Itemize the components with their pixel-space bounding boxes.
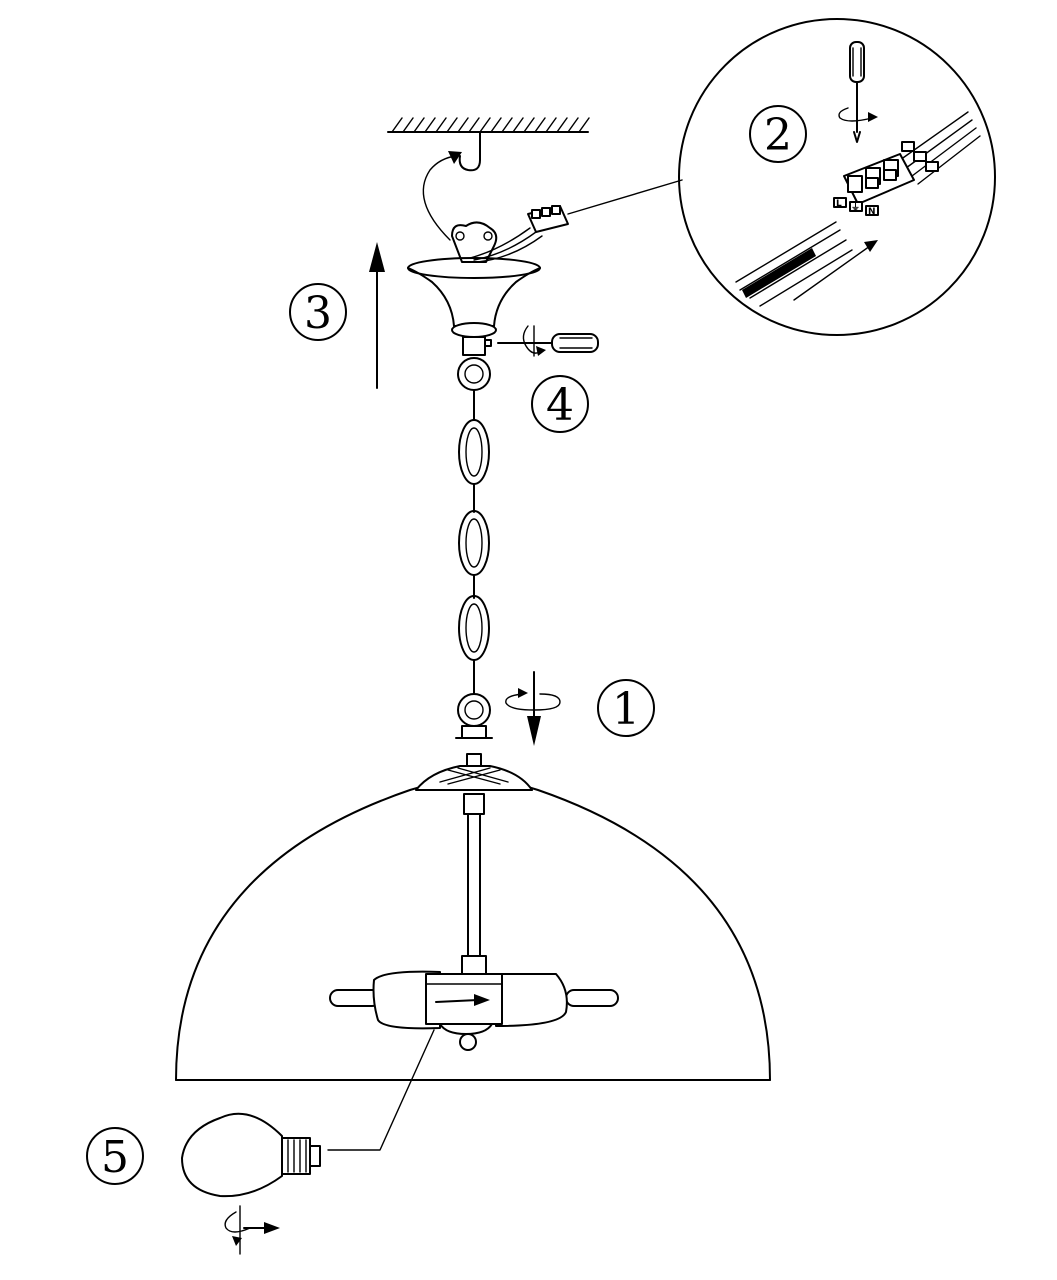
set-screw [484,339,492,347]
ceiling-hatch-mark [501,117,513,133]
ceiling-hatch-mark [545,117,557,133]
screwdriver-icon-2 [849,41,865,143]
ceiling-hook [458,131,481,172]
ceiling-hatch-mark [457,117,469,133]
label-neutral: N [868,207,876,217]
step-5-number: 5 [101,1132,129,1183]
zoom-leader [567,179,683,215]
lamp-shade [175,753,771,1081]
step-5: 5 [86,1127,144,1185]
ceiling-hatch-mark [523,117,535,133]
hang-arrow-head [448,151,462,164]
wiring-detail-circle: L ⏚ N [678,18,996,336]
ceiling-hatch-mark [479,117,491,133]
ceiling-hatch-mark [567,117,579,133]
ceiling-hatch-mark [468,117,480,133]
step-3-number: 3 [304,288,332,339]
terminal-block-small [527,205,569,233]
step-4-number: 4 [546,380,574,431]
step-1-number: 1 [612,684,640,735]
attach-arrow-head [527,716,541,746]
label-live: L [836,199,842,209]
rotate-icon-5 [224,1205,280,1255]
ceiling-hatch-mark [391,117,403,133]
ceiling-hatch-mark [402,117,414,133]
canopy [407,221,543,356]
ceiling-hatch-mark [435,117,447,133]
ceiling-hatch-mark [534,117,546,133]
light-bulb-icon [181,1112,321,1198]
ceiling-hatch-mark [512,117,524,133]
ceiling-hatch-mark [490,117,502,133]
rotate-icon-1 [505,688,561,711]
bulb-leader [327,1029,435,1151]
ceiling-hatch-mark [424,117,436,133]
ceiling-hatch-mark [556,117,568,133]
ceiling-hatch-mark [413,117,425,133]
ceiling-hatch-mark [446,117,458,133]
ceiling [387,117,590,133]
ceiling-hatch-mark [578,117,590,133]
hang-arrow [422,155,457,241]
lift-arrow-head [369,242,385,272]
step-3: 3 [289,283,347,341]
chain [455,357,493,739]
label-earth: ⏚ [851,202,860,213]
step-1: 1 [597,679,655,737]
step-2: 2 [749,105,807,163]
screwdriver-icon-4 [497,333,599,353]
socket-cluster [329,970,619,1051]
step-4: 4 [531,375,589,433]
step-2-number: 2 [764,110,792,161]
rotate-icon-2 [838,107,878,122]
rotate-icon-4 [522,325,546,357]
